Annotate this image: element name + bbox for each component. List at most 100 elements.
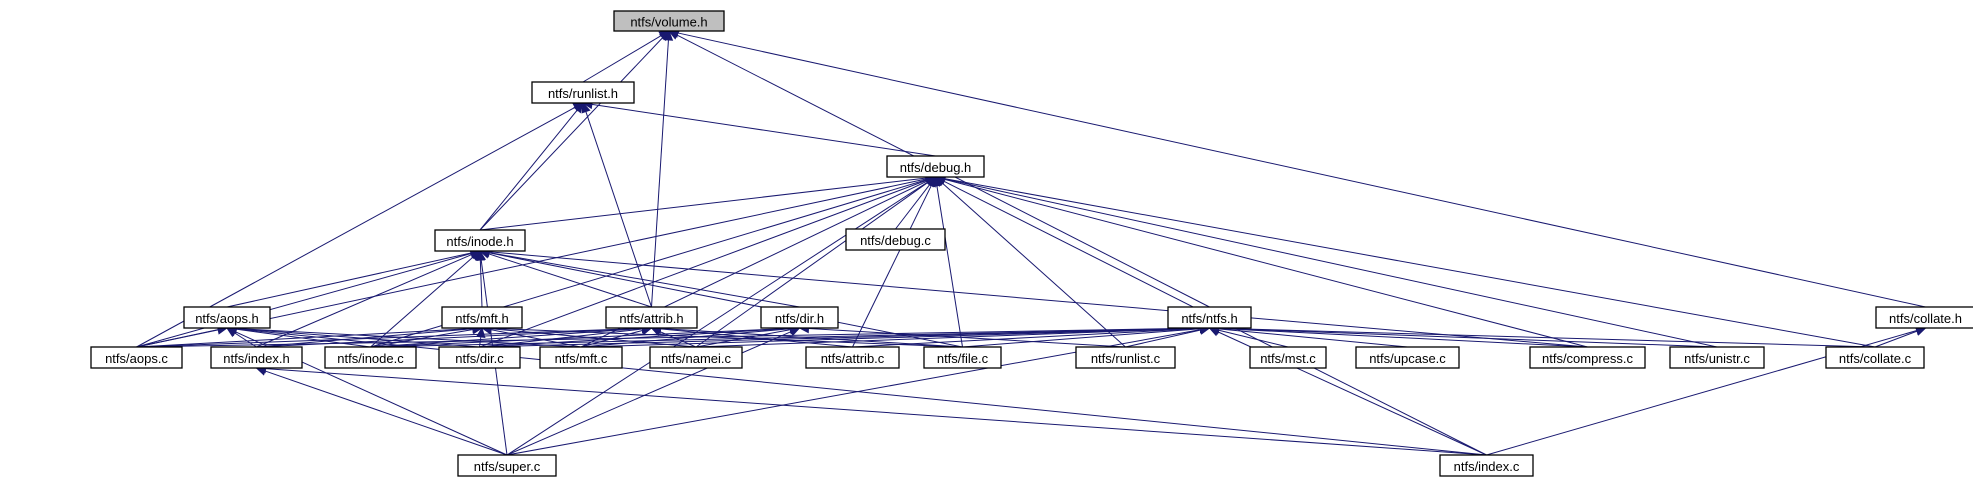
node-box[interactable] [438,346,521,369]
edge-upcase_c-to-ntfs_h [1218,328,1408,348]
node-mft-h[interactable]: ntfs/mft.h [441,306,523,329]
edge-runlist_c-to-ntfs_h [1125,329,1201,348]
arrowhead-icon [1208,327,1221,337]
node-aops-c[interactable]: ntfs/aops.c [90,346,183,369]
edge-dir_c-to-ntfs_h [479,327,1201,348]
node-box[interactable] [531,81,635,104]
edge-inode_c-to-inode_h [370,256,474,348]
edge-unistr_c-to-debug_h [944,178,1718,348]
node-mft-c[interactable]: ntfs/mft.c [539,346,623,369]
node-aops-h[interactable]: ntfs/aops.h [183,306,271,329]
node-super-c[interactable]: ntfs/super.c [457,454,557,477]
node-file-c[interactable]: ntfs/file.c [923,346,1002,369]
node-attrib-c[interactable]: ntfs/attrib.c [805,346,900,369]
node-dir-c[interactable]: ntfs/dir.c [438,346,521,369]
edge-collate_h-to-volume_h [677,32,1926,308]
edge-inode_h-to-runlist_h [479,109,578,231]
nodes-layer: ntfs/volume.hntfs/runlist.hntfs/debug.hn… [90,10,1973,477]
edge-namei_c-to-debug_h [695,181,929,348]
node-box[interactable] [923,346,1002,369]
node-index-h[interactable]: ntfs/index.h [210,346,303,369]
node-box [613,10,725,32]
edge-file_c-to-debug_h [936,185,963,348]
edge-debug_c-to-debug_h [895,183,931,230]
node-box[interactable] [1167,306,1252,329]
node-box[interactable] [1875,306,1973,329]
node-box[interactable] [434,229,526,252]
node-box[interactable] [649,346,743,369]
node-box[interactable] [605,306,698,329]
edge-super_c-to-dir_h [506,331,792,456]
node-debug-h[interactable]: ntfs/debug.h [886,155,985,178]
edge-inode_c-to-mft_h [370,329,474,348]
node-inode-c[interactable]: ntfs/inode.c [324,346,417,369]
node-box[interactable] [90,346,183,369]
edge-aops_c-to-inode_h [136,252,472,348]
edge-attrib_h-to-inode_h [488,253,652,308]
edge-aops_c-to-aops_h [136,329,219,348]
edge-file_c-to-inode_h [488,252,963,348]
node-runlist-h[interactable]: ntfs/runlist.h [531,81,635,104]
node-debug-c[interactable]: ntfs/debug.c [845,228,946,251]
edge-runlist_c-to-debug_h [941,182,1126,348]
node-box[interactable] [1355,346,1460,369]
node-box[interactable] [1439,454,1534,477]
arrowhead-icon [476,326,486,339]
node-upcase-c[interactable]: ntfs/upcase.c [1355,346,1460,369]
edge-aops_c-to-ntfs_h [136,327,1201,348]
node-box[interactable] [1249,346,1327,369]
node-compress-c[interactable]: ntfs/compress.c [1529,346,1646,369]
edge-index_c-to-index_h [265,368,1487,456]
node-box[interactable] [210,346,303,369]
edge-compress_c-to-ntfs_h [1218,327,1588,348]
node-collate-h[interactable]: ntfs/collate.h [1875,306,1973,329]
edge-mft_c-to-ntfs_h [580,327,1201,348]
node-box[interactable] [760,306,839,329]
edge-namei_c-to-mft_h [490,328,697,348]
edge-attrib_h-to-volume_h [651,39,669,308]
node-namei-c[interactable]: ntfs/namei.c [649,346,743,369]
arrowhead-icon [663,29,674,41]
node-attrib-h[interactable]: ntfs/attrib.h [605,306,698,329]
arrowhead-icon [924,176,937,187]
node-mst-c[interactable]: ntfs/mst.c [1249,346,1327,369]
node-box[interactable] [1669,346,1765,369]
edge-compress_c-to-inode_h [488,251,1588,348]
edge-collate_c-to-collate_h [1874,330,1918,348]
node-box[interactable] [886,155,985,178]
edge-collate_c-to-ntfs_h [1218,327,1876,348]
node-box[interactable] [805,346,900,369]
edge-debug_h-to-runlist_h [591,103,936,157]
edge-mst_c-to-ntfs_h [1218,329,1289,348]
node-collate-c[interactable]: ntfs/collate.c [1825,346,1925,369]
node-box[interactable] [324,346,417,369]
node-box[interactable] [539,346,623,369]
edges-layer [136,28,1927,456]
node-ntfs-h[interactable]: ntfs/ntfs.h [1167,306,1252,329]
edge-mft_h-to-inode_h [479,259,483,308]
edge-runlist_c-to-dir_h [808,328,1126,348]
edge-dir_h-to-inode_h [488,252,800,308]
node-box[interactable] [457,454,557,477]
edge-inode_h-to-debug_h [479,177,927,231]
edge-attrib_c-to-ntfs_h [852,327,1201,348]
node-runlist-c[interactable]: ntfs/runlist.c [1075,346,1176,369]
edge-compress_c-to-debug_h [944,178,1588,348]
node-box[interactable] [183,306,271,329]
node-inode-h[interactable]: ntfs/inode.h [434,229,526,252]
edge-attrib_c-to-debug_h [852,184,933,348]
node-box[interactable] [845,228,946,251]
node-box[interactable] [441,306,523,329]
node-unistr-c[interactable]: ntfs/unistr.c [1669,346,1765,369]
edge-unistr_c-to-ntfs_h [1218,327,1718,348]
edge-mft_c-to-mft_h [490,329,582,348]
edge-attrib_h-to-runlist_h [585,111,652,308]
node-dir-h[interactable]: ntfs/dir.h [760,306,839,329]
node-box[interactable] [1529,346,1646,369]
node-index-c[interactable]: ntfs/index.c [1439,454,1534,477]
node-box[interactable] [1075,346,1176,369]
arrowhead-icon [476,249,486,262]
edge-runlist_h-to-volume_h [582,35,662,83]
node-box[interactable] [1825,346,1925,369]
